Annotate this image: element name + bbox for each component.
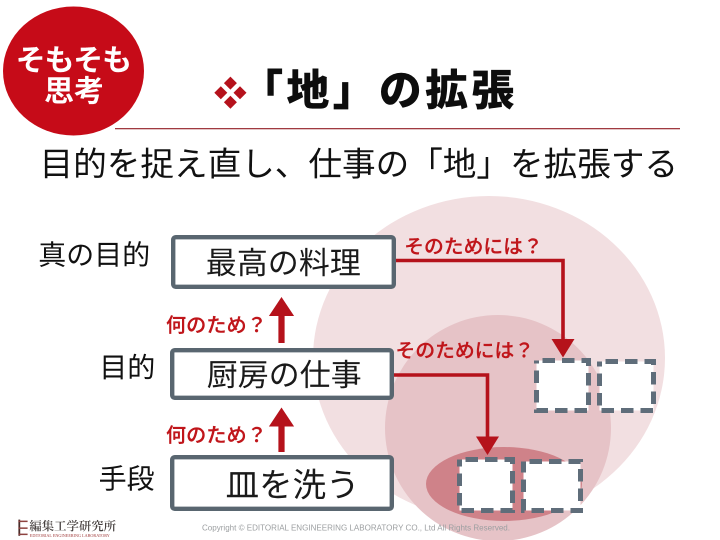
svg-text:EDITORIAL ENGINEERING LABORATO: EDITORIAL ENGINEERING LABORATORY (30, 533, 111, 538)
svg-text:Copyright © EDITORIAL ENGINEER: Copyright © EDITORIAL ENGINEERING LABORA… (202, 524, 510, 533)
